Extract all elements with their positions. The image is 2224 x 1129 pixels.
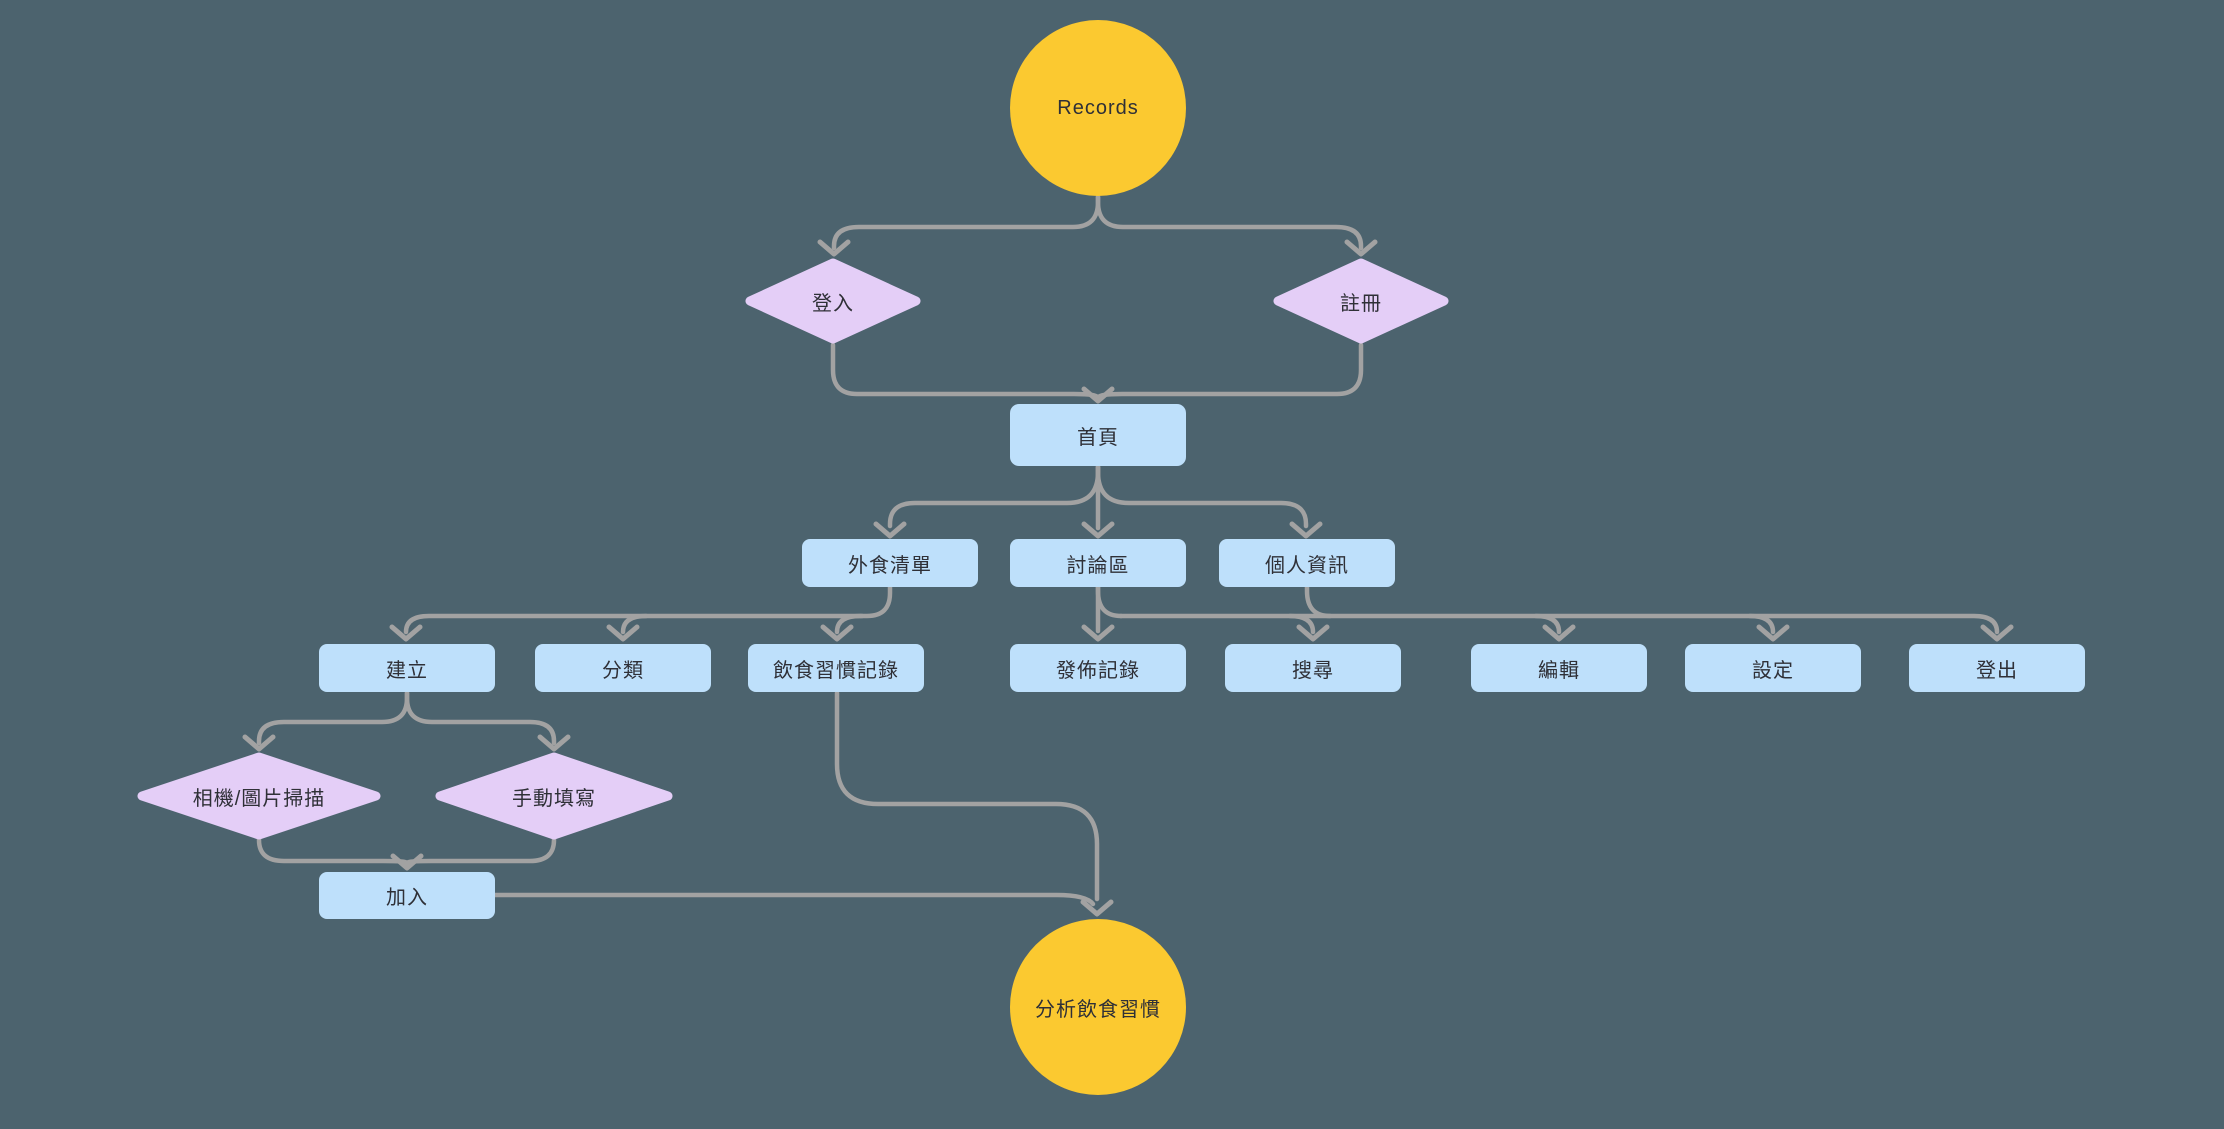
connector-register-home — [1095, 342, 1364, 401]
node-settings-shape[interactable] — [1685, 644, 1861, 692]
connector-camera-join — [256, 834, 410, 866]
node-diet-shape[interactable] — [748, 644, 924, 692]
connector-create-camera — [256, 690, 410, 746]
node-register-shape[interactable] — [1273, 258, 1449, 344]
arrowhead-category — [606, 624, 640, 642]
node-forum-shape[interactable] — [1010, 539, 1186, 587]
node-shape-group — [137, 20, 2085, 1095]
node-search-shape[interactable] — [1225, 644, 1401, 692]
node-category-shape[interactable] — [535, 644, 711, 692]
arrowhead-settings — [1756, 624, 1790, 642]
connector-forum-bus — [1095, 583, 1124, 619]
connector-profile-bus — [1304, 582, 1333, 619]
arrowhead-logout — [1980, 624, 2014, 642]
node-login-shape[interactable] — [745, 258, 921, 344]
node-eatout-shape[interactable] — [802, 539, 978, 587]
connector-create-manual — [404, 690, 557, 746]
arrowhead-group — [242, 239, 2014, 917]
connector-diet-analyze — [834, 690, 1100, 902]
connector-join-analyze — [492, 892, 1096, 907]
node-profile-shape[interactable] — [1219, 539, 1395, 587]
connector-leftbus-create — [403, 613, 865, 635]
connector-home-eatout — [887, 464, 1101, 529]
connector-manual-join — [404, 834, 557, 866]
connector-rightbus-search — [1287, 613, 1316, 635]
connector-home-profile — [1095, 464, 1309, 529]
connector-rightbus-edit — [1533, 613, 1562, 635]
connector-leftbus-diet — [834, 613, 863, 635]
connector-records-register — [1095, 194, 1364, 251]
arrowhead-edit — [1542, 624, 1576, 642]
node-join-shape[interactable] — [319, 872, 495, 919]
node-edit-shape[interactable] — [1471, 644, 1647, 692]
arrowhead-home — [1081, 386, 1115, 404]
connector-eatout-bus — [858, 584, 893, 619]
connector-rightbus-settings — [1747, 613, 1776, 635]
arrowhead-login — [817, 239, 851, 257]
node-records-shape[interactable] — [1010, 20, 1186, 196]
arrowhead-join — [390, 853, 424, 871]
node-camera-shape[interactable] — [137, 752, 381, 840]
arrowhead-profile — [1289, 521, 1323, 539]
connector-records-login — [831, 194, 1101, 251]
node-analyze-shape[interactable] — [1010, 919, 1186, 1095]
arrowhead-register — [1344, 239, 1378, 257]
arrowhead-search — [1296, 624, 1330, 642]
node-logout-shape[interactable] — [1909, 644, 2085, 692]
connector-leftbus-category — [620, 613, 649, 635]
node-manual-shape[interactable] — [435, 752, 673, 840]
node-home-shape[interactable] — [1010, 404, 1186, 466]
connector-group — [256, 194, 2000, 907]
arrowhead-manual — [537, 734, 571, 752]
arrowhead-eatout — [873, 521, 907, 539]
node-publish-shape[interactable] — [1010, 644, 1186, 692]
connector-login-home — [830, 342, 1101, 401]
node-create-shape[interactable] — [319, 644, 495, 692]
arrowhead-camera — [242, 734, 276, 752]
connector-rightbus-logout — [1118, 613, 2000, 635]
arrowhead-forum — [1081, 521, 1115, 539]
arrowhead-publish — [1081, 624, 1115, 642]
arrowhead-create — [389, 624, 423, 642]
arrowhead-diet — [820, 624, 854, 642]
arrowhead-analyze — [1080, 899, 1114, 917]
